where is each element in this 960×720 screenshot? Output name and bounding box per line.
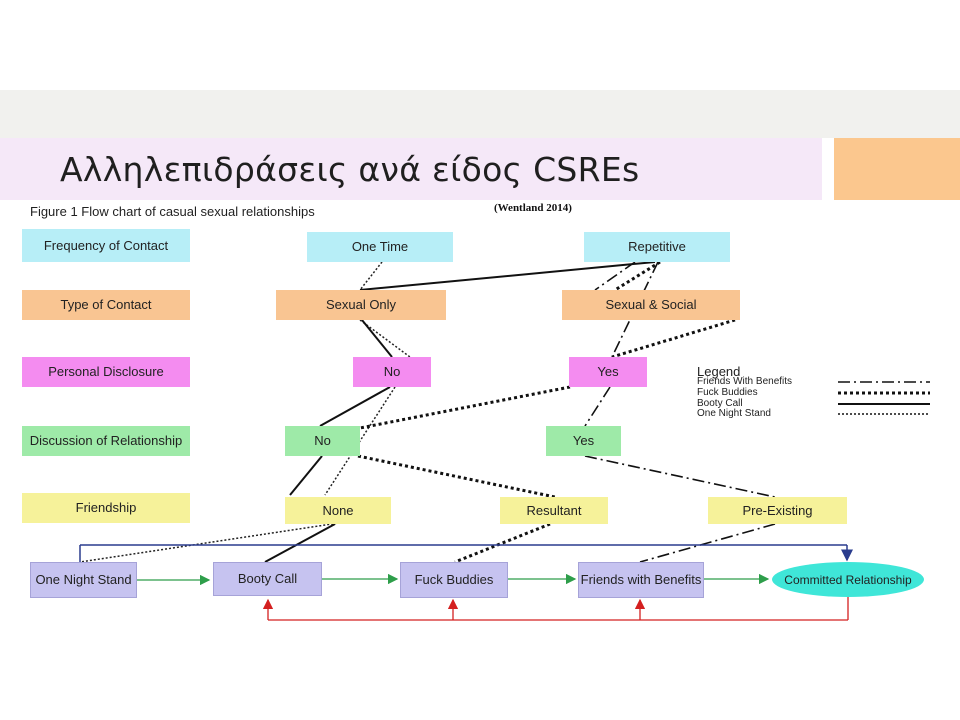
- outcome-one-night-stand: One Night Stand: [30, 562, 137, 598]
- title-band: [0, 138, 822, 200]
- node-disclosure-yes: Yes: [569, 357, 647, 387]
- node-discussion-yes: Yes: [546, 426, 621, 456]
- category-disclosure: Personal Disclosure: [22, 357, 190, 387]
- top-connector: [79, 544, 853, 562]
- legend-item-fuck-buddies: Fuck Buddies: [697, 387, 758, 398]
- booty-call-path: [264, 261, 656, 563]
- outcome-friends-with-benefits: Friends with Benefits: [578, 562, 704, 598]
- node-discussion-no: No: [285, 426, 360, 456]
- fuck-buddies-path: [357, 260, 736, 564]
- node-disclosure-no: No: [353, 357, 431, 387]
- node-repetitive: Repetitive: [584, 232, 730, 262]
- figure-caption: Figure 1 Flow chart of casual sexual rel…: [30, 204, 315, 219]
- outcome-booty-call: Booty Call: [213, 562, 322, 596]
- legend-title: Legend: [697, 364, 741, 379]
- legend-item-one-night-stand: One Night Stand: [697, 408, 771, 419]
- citation: (Wentland 2014): [494, 202, 572, 214]
- category-discussion: Discussion of Relationship: [22, 426, 190, 456]
- header-band: [0, 90, 960, 138]
- one-night-stand-path: [79, 261, 411, 563]
- category-frequency: Frequency of Contact: [22, 229, 190, 262]
- node-sexual-social: Sexual & Social: [562, 290, 740, 320]
- outcome-fuck-buddies: Fuck Buddies: [400, 562, 508, 598]
- node-pre-existing: Pre-Existing: [708, 497, 847, 524]
- category-type: Type of Contact: [22, 290, 190, 320]
- slide-title: Αλληλεπιδράσεις ανά είδος CSREs: [60, 150, 640, 189]
- legend-item-fwb: Friends With Benefits: [697, 376, 793, 387]
- node-resultant: Resultant: [500, 497, 608, 524]
- return-arrows: [262, 595, 849, 621]
- node-sexual-only: Sexual Only: [276, 290, 446, 320]
- category-friendship: Friendship: [22, 493, 190, 523]
- accent-block: [834, 138, 960, 200]
- node-none: None: [285, 497, 391, 524]
- outcome-committed-relationship: Committed Relationship: [772, 562, 924, 597]
- legend-item-booty-call: Booty Call: [697, 398, 743, 409]
- forward-arrows: [137, 573, 770, 586]
- legend-samples: [838, 381, 930, 415]
- node-one-time: One Time: [307, 232, 453, 262]
